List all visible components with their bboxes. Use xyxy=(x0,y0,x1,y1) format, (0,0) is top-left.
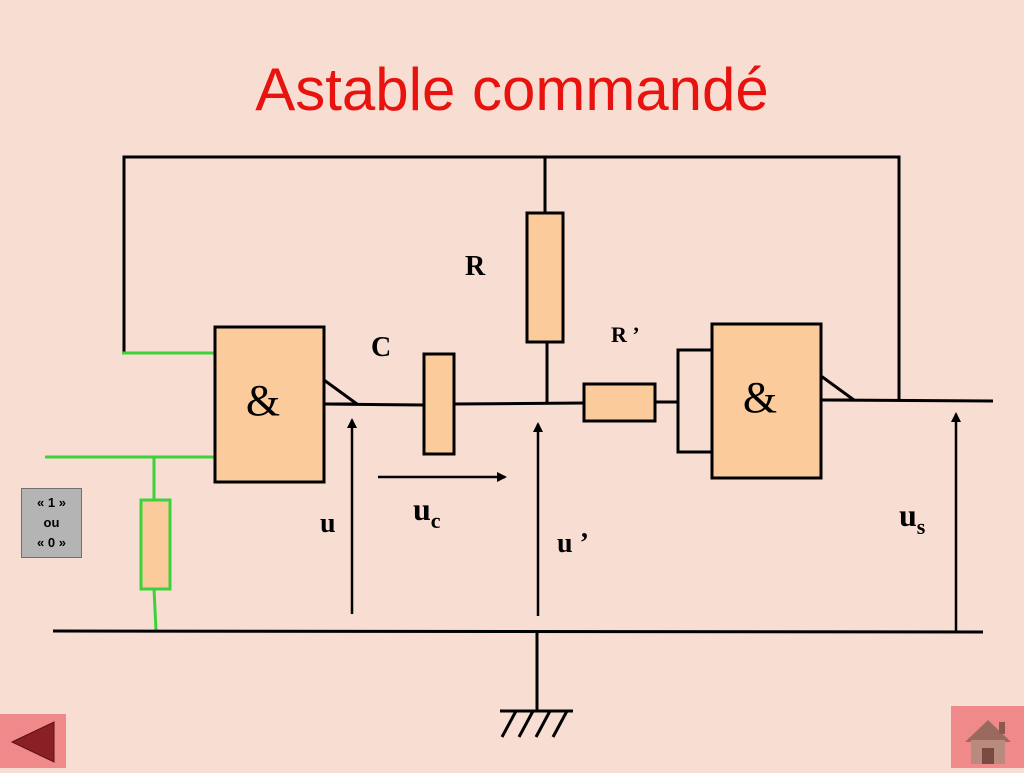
label-uc: uc xyxy=(413,491,441,533)
label-u: u xyxy=(320,508,336,539)
green-wire-ground xyxy=(152,588,158,631)
wire-gate2-out xyxy=(820,398,994,403)
back-arrow-icon xyxy=(10,721,55,763)
nand-gate-2 xyxy=(710,322,823,480)
switch-label-zero: « 0 » xyxy=(37,535,66,550)
label-c: C xyxy=(371,332,391,363)
resistor-r xyxy=(525,211,565,344)
label-uc-sub: c xyxy=(431,508,441,533)
label-r-prime: R ’ xyxy=(611,322,640,347)
slide-title: Astable commandé xyxy=(255,56,769,123)
gate-2-input-bracket xyxy=(676,348,712,454)
feedback-wire xyxy=(122,155,901,400)
pulldown-resistor xyxy=(139,498,172,591)
resistor-r-prime xyxy=(582,382,657,423)
home-button[interactable] xyxy=(951,706,1024,768)
gate-2-symbol: & xyxy=(743,373,777,422)
label-uc-main: u xyxy=(413,491,431,527)
ground-symbol xyxy=(500,709,573,738)
wire-cap-to-node xyxy=(453,401,585,406)
gate-1-inverter xyxy=(323,378,362,406)
switch-label-one: « 1 » xyxy=(37,495,66,510)
ground-rail xyxy=(52,629,984,634)
input-switch-button[interactable]: « 1 » ou « 0 » xyxy=(21,488,82,558)
back-button[interactable] xyxy=(0,714,66,768)
label-us-main: u xyxy=(899,497,917,533)
capacitor xyxy=(422,352,456,456)
label-us: us xyxy=(899,497,926,539)
wire-gate1-out xyxy=(323,402,425,407)
label-us-sub: s xyxy=(917,514,926,539)
switch-label-or: ou xyxy=(43,515,60,530)
label-r: R xyxy=(465,251,486,282)
label-u-prime: u ’ xyxy=(557,528,589,559)
home-icon xyxy=(965,720,1011,764)
gate-1-symbol: & xyxy=(246,376,280,425)
gate-2-inverter xyxy=(820,374,859,402)
